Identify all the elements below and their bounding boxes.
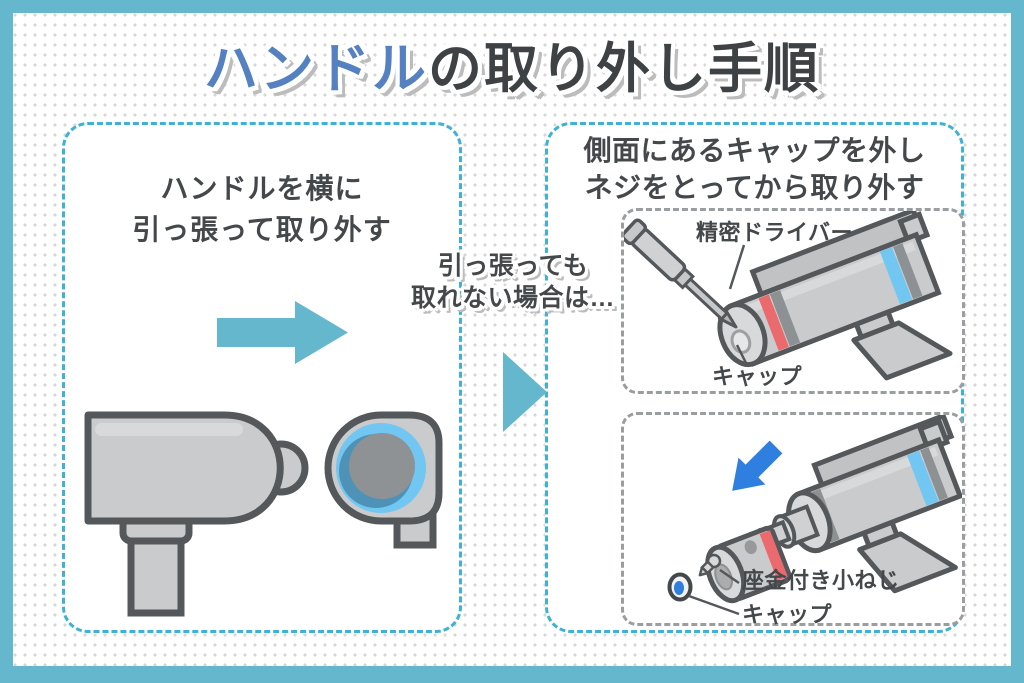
cannot-remove-note-line2: 取れない場合は… bbox=[410, 284, 615, 312]
red-ring bbox=[759, 530, 788, 581]
cap-method-header-line2: ネジをとってから取り外す bbox=[584, 171, 925, 203]
faucet-body bbox=[84, 411, 284, 525]
handle-socket-interior bbox=[349, 433, 415, 499]
faucet-down-pipe bbox=[119, 509, 193, 617]
blue-ring bbox=[879, 247, 913, 305]
cap-leader-line bbox=[735, 344, 748, 364]
screw-leader-line bbox=[719, 568, 740, 585]
panel-pull-handle: ハンドルを横に 引っ張って取り外す bbox=[62, 122, 462, 633]
cannot-remove-note: 引っ張っても 取れない場合は… bbox=[396, 250, 630, 314]
side-cap bbox=[730, 329, 752, 354]
step2-parts-removed-box: 座金付き小ねじ キャップ bbox=[621, 412, 965, 627]
panel-cap-screw-method: 側面にあるキャップを外し ネジをとってから取り外す bbox=[545, 122, 965, 633]
detached-handle bbox=[324, 411, 443, 549]
red-ring bbox=[758, 294, 789, 351]
faucet-angled-open bbox=[754, 415, 962, 594]
label-washer-screw: 座金付き小ねじ bbox=[742, 568, 900, 593]
precision-screwdriver bbox=[624, 218, 738, 329]
pull-instruction-line1: ハンドルを横に bbox=[160, 173, 364, 204]
remove-direction-arrow-icon bbox=[732, 440, 783, 491]
title-rest: の取り外し手順 bbox=[428, 39, 820, 99]
blue-ring bbox=[907, 450, 939, 506]
pull-instruction: ハンドルを横に 引っ張って取り外す bbox=[65, 169, 459, 250]
removed-cap bbox=[667, 572, 693, 602]
screwdriver-leader-line bbox=[728, 244, 746, 290]
small-screw bbox=[698, 553, 722, 577]
screw-hole bbox=[744, 540, 757, 555]
cap-method-header: 側面にあるキャップを外し ネジをとってから取り外す bbox=[548, 133, 961, 207]
step1-illustration bbox=[624, 211, 953, 381]
step1-pry-cap-box: 精密ドライバー キャップ bbox=[621, 208, 965, 394]
title-highlight: ハンドル bbox=[204, 39, 428, 99]
step2-illustration bbox=[667, 415, 962, 616]
label-cap-step1: キャップ bbox=[712, 364, 803, 389]
cap-method-header-line1: 側面にあるキャップを外し bbox=[583, 135, 926, 166]
pull-direction-arrow-icon bbox=[217, 301, 348, 364]
cap-leader-line bbox=[688, 594, 740, 616]
pull-instruction-line2: 引っ張って取り外す bbox=[132, 213, 392, 245]
faucet-handle-removed-illustration bbox=[84, 411, 443, 617]
label-cap-step2: キャップ bbox=[742, 602, 833, 627]
cannot-remove-note-line1: 引っ張っても bbox=[437, 252, 589, 280]
page-title: ハンドルの取り外し手順 bbox=[0, 24, 1024, 103]
next-step-triangle-icon bbox=[503, 352, 547, 432]
label-precision-screwdriver: 精密ドライバー bbox=[696, 220, 854, 245]
